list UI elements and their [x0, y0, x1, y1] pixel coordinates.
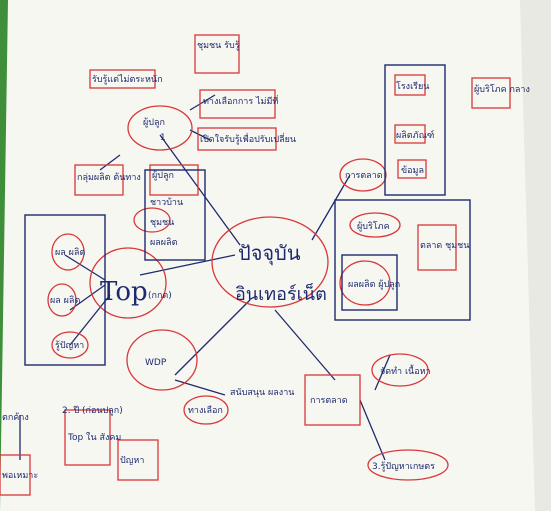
node-right-box-3: ข้อมูล — [401, 165, 424, 176]
node-wdp-child: ทางเลือก — [188, 405, 223, 416]
node-right-box-1: โรงเรียน — [396, 81, 429, 92]
node-top-side: (กกต) — [148, 291, 172, 301]
node-top: Top — [100, 277, 148, 307]
bottom-right-circle-1 — [371, 353, 429, 387]
node-center: ปัจจุบัน — [238, 241, 301, 266]
upper-left-box — [89, 69, 156, 89]
left-col-circle-3 — [51, 331, 89, 359]
node-left-bottom-2: พอเหมาะ — [2, 471, 38, 481]
red-circles — [47, 105, 449, 481]
node-left-bottom-1: ตกค้าง — [2, 412, 29, 423]
node-people: ผู้ปลูก — [143, 117, 165, 128]
school-circle — [349, 212, 401, 238]
marketing-circle — [339, 158, 387, 192]
top-left-box — [194, 34, 240, 74]
node-left-bottom-5: ปัญหา — [120, 456, 144, 466]
right-box-top — [394, 74, 426, 96]
node-bottom-mid: การตลาด — [310, 396, 348, 406]
wdp-child-circle — [183, 395, 229, 425]
node-left-of-people: กลุ่มผลิต ต้นทาง — [77, 172, 141, 183]
node-right-lower-1: ผู้บริโภค — [357, 221, 390, 232]
right-top-frame — [384, 64, 446, 196]
center-circle — [211, 216, 329, 308]
node-small-mid-2: ชาวบ้าน — [150, 197, 183, 208]
node-small-mid-1: ผู้ปลูก — [152, 170, 174, 181]
node-left-bottom-4: Top ใน สังคม — [67, 432, 121, 443]
node-upper-right: ทางเลือกการ ไม่มีที่ — [203, 94, 278, 107]
small-mid-circle — [133, 207, 171, 233]
node-left-col-1: ผล ผลิต — [55, 247, 85, 258]
right-lower-frame — [334, 199, 471, 321]
node-right-lower-3: ตลาด ชุมชน — [420, 241, 469, 251]
node-small-mid-3: ชุมชน — [150, 218, 174, 228]
right-of-people-box — [197, 127, 277, 151]
left-of-people-box — [74, 164, 124, 196]
left-bottom-box-2 — [117, 439, 159, 481]
wdp-circle — [126, 329, 198, 391]
left-bottom-box — [64, 409, 111, 466]
node-people-sub: 1 — [160, 133, 166, 143]
right-box-mid — [394, 124, 426, 144]
upper-right-box — [199, 89, 276, 119]
node-center-sub: อินเทอร์เน็ต — [235, 282, 327, 305]
red-boxes — [0, 34, 511, 496]
node-left-bottom-3: 2. ปี (ก่อนปลูก) — [62, 405, 123, 416]
node-right-lower-2: ผลผลิต ผู้ปลูก — [348, 279, 400, 290]
node-right-of-people: เปิดใจรับรู้เพื่อปรับเปลี่ยน — [200, 132, 296, 145]
right-box-low — [397, 159, 427, 179]
node-far-right: ผู้บริโภค กลาง — [474, 84, 530, 95]
bottom-mid-box — [304, 374, 361, 426]
left-column-frame — [24, 214, 106, 366]
node-wdp: WDP — [145, 358, 167, 368]
top-circle — [89, 247, 167, 319]
connector-lines — [19, 94, 391, 461]
left-col-circle-2 — [47, 283, 77, 317]
mid-stack-frame — [144, 169, 206, 261]
inner-lower-frame — [341, 254, 398, 311]
node-top-left: ชุมชน รับรู้ — [197, 40, 240, 51]
node-left-col-3: รู้ปัญหา — [55, 340, 84, 351]
left-col-circle-1 — [51, 233, 85, 271]
small-mid-box — [149, 164, 199, 196]
paper-edge — [520, 0, 551, 511]
node-left-col-2: ผล ผลิต — [50, 295, 80, 306]
far-right-box — [471, 77, 511, 109]
node-bottom-right-2: 3.รู้ปัญหาเกษตร — [372, 461, 435, 472]
node-right-box-2: ผลิตภัณฑ์ — [396, 129, 434, 141]
left-edge-box — [0, 454, 31, 496]
right-lower-box — [417, 224, 457, 271]
consumer-circle — [339, 260, 391, 306]
node-small-mid-4: ผลผลิต — [150, 237, 178, 248]
people-circle — [127, 105, 193, 151]
node-right-cluster: การตลาด — [345, 171, 383, 181]
node-upper-left: รับรู้แต่ไม่ตระหนัก — [92, 74, 163, 85]
bottom-right-circle-2 — [367, 449, 449, 481]
node-bottom-right-1: จัดทำ เนื้อหา — [380, 364, 431, 377]
node-wdp-child-2: สนับสนุน ผลงาน — [230, 388, 294, 398]
blue-frames — [24, 64, 471, 366]
